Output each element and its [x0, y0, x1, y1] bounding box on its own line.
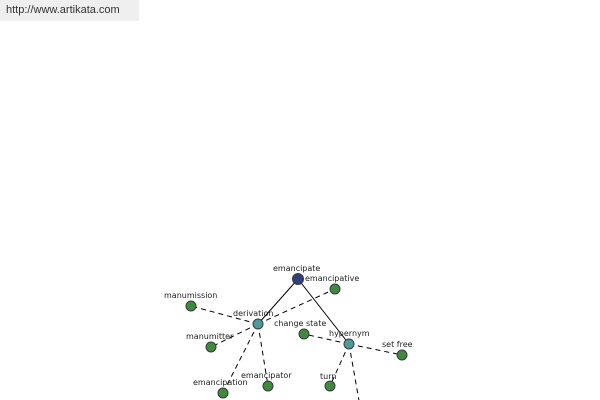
node-manumitter[interactable]: manumitter: [186, 332, 234, 353]
edge-hypernym-to-set-free: [348, 343, 403, 356]
node-circle-set-free[interactable]: [396, 349, 408, 361]
edge-derivation-to-emancipator: [257, 323, 269, 387]
edge-derivation-to-manumission: [190, 305, 259, 325]
node-emancipation[interactable]: emancipation: [193, 378, 248, 399]
node-label-derivation: derivation: [233, 309, 273, 318]
node-circle-change-state[interactable]: [298, 328, 310, 340]
node-circle-emancipator[interactable]: [262, 380, 274, 392]
node-set-free[interactable]: set free: [382, 340, 413, 361]
node-turn[interactable]: turn: [320, 372, 336, 392]
node-label-emancipative: emancipative: [305, 274, 359, 283]
node-change-state[interactable]: change state: [274, 319, 326, 340]
edge-hypernym-to-offscreen: [348, 343, 360, 400]
node-label-emancipator: emancipator: [241, 371, 292, 380]
edge-emancipate-to-derivation: [257, 278, 299, 325]
node-label-set-free: set free: [382, 340, 413, 349]
node-label-manumission: manumission: [164, 291, 217, 300]
edge-derivation-to-emancipation: [222, 323, 259, 394]
node-circle-emancipative[interactable]: [329, 283, 341, 295]
node-circle-emancipate[interactable]: [292, 273, 304, 285]
node-label-turn: turn: [320, 372, 336, 381]
edge-hypernym-to-change-state: [303, 333, 350, 345]
node-derivation[interactable]: derivation: [233, 309, 273, 330]
node-circle-turn[interactable]: [324, 380, 336, 392]
source-url-text: http://www.artikata.com: [6, 4, 120, 16]
node-label-emancipation: emancipation: [193, 378, 248, 387]
node-label-emancipate: emancipate: [273, 264, 320, 273]
node-hypernym[interactable]: hypernym: [329, 329, 370, 350]
node-circle-derivation[interactable]: [252, 318, 264, 330]
node-label-manumitter: manumitter: [186, 332, 234, 341]
node-manumission[interactable]: manumission: [164, 291, 217, 312]
node-emancipative[interactable]: emancipative: [305, 274, 359, 295]
node-circle-manumitter[interactable]: [205, 341, 217, 353]
source-url[interactable]: http://www.artikata.com: [0, 0, 139, 21]
nodes-layer: emancipate derivation hypernym emancipative…: [164, 264, 413, 399]
node-label-change-state: change state: [274, 319, 326, 328]
edge-emancipate-to-hypernym: [297, 278, 350, 345]
edge-hypernym-to-turn: [329, 343, 350, 387]
node-emancipator[interactable]: emancipator: [241, 371, 292, 392]
edges-layer: [190, 278, 403, 400]
node-emancipate[interactable]: emancipate: [273, 264, 320, 285]
node-label-hypernym: hypernym: [329, 329, 370, 338]
node-circle-emancipation[interactable]: [217, 387, 229, 399]
node-circle-hypernym[interactable]: [343, 338, 355, 350]
node-circle-manumission[interactable]: [185, 300, 197, 312]
